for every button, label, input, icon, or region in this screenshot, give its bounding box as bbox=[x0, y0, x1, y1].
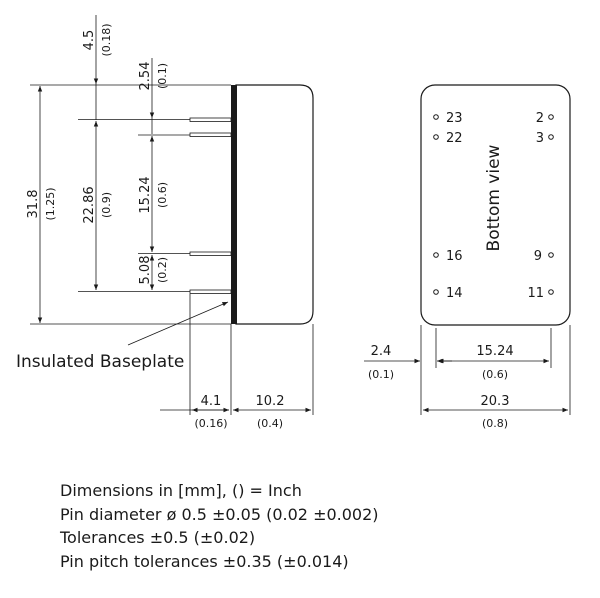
pin-hole bbox=[433, 252, 439, 258]
dim-row-spacing: 15.24 bbox=[476, 344, 513, 359]
dim-total-length: 31.8 bbox=[26, 190, 41, 219]
dim-pin-span-outer-inch: (0.9) bbox=[100, 192, 113, 218]
pin-hole bbox=[433, 114, 439, 120]
dim-pin-pitch: 5.08 bbox=[138, 256, 153, 285]
notes-block: Dimensions in [mm], () = Inch Pin diamet… bbox=[60, 479, 580, 573]
dim-body-height: 10.2 bbox=[256, 394, 285, 409]
pin-hole bbox=[548, 134, 554, 140]
baseplate-leader bbox=[127, 301, 229, 346]
pin-label: 23 bbox=[446, 111, 463, 126]
pin-hole bbox=[433, 289, 439, 295]
baseplate-label: Insulated Baseplate bbox=[16, 352, 184, 372]
pin bbox=[189, 289, 232, 294]
pin-label: 16 bbox=[446, 249, 463, 264]
dim-pin-length: 4.1 bbox=[201, 394, 222, 409]
pin-label: 14 bbox=[446, 286, 463, 301]
dim-pin-pitch-inch: (0.2) bbox=[156, 257, 169, 283]
bottom-view-title: Bottom view bbox=[484, 144, 504, 251]
pin-hole bbox=[548, 114, 554, 120]
pin-label: 2 bbox=[536, 111, 544, 126]
note-units: Dimensions in [mm], () = Inch bbox=[60, 481, 302, 500]
pin bbox=[189, 132, 232, 137]
dim-pin-offset-side-inch: (0.1) bbox=[156, 63, 169, 89]
pins-side bbox=[189, 117, 232, 294]
dim-edge-offset: 2.4 bbox=[371, 344, 392, 359]
pin-label: 3 bbox=[536, 131, 544, 146]
module-body-side bbox=[235, 84, 314, 325]
dim-row-spacing-inch: (0.6) bbox=[482, 368, 508, 381]
dim-total-width-inch: (0.8) bbox=[482, 417, 508, 430]
pin-label: 9 bbox=[534, 249, 542, 264]
dim-edge-offset-inch: (0.1) bbox=[368, 368, 394, 381]
insulated-baseplate bbox=[231, 85, 237, 324]
dim-pin-span-inner: 15.24 bbox=[138, 176, 153, 213]
note-pin-pitch-tolerances: Pin pitch tolerances ±0.35 (±0.014) bbox=[60, 551, 349, 571]
bottom-view: 23 22 2 3 16 9 14 11 Bottom view 2.4 (0.… bbox=[364, 84, 571, 430]
dim-pin-offset-top: 4.5 bbox=[82, 30, 97, 51]
pin-hole bbox=[548, 252, 554, 258]
dim-body-height-inch: (0.4) bbox=[257, 417, 283, 430]
pin bbox=[189, 251, 232, 256]
dim-pin-span-outer: 22.86 bbox=[82, 186, 97, 223]
dim-pin-offset-side: 2.54 bbox=[138, 62, 153, 91]
side-view: 31.8 (1.25) 22.86 (0.9) 4.5 (0.18) 2.54 … bbox=[16, 15, 314, 430]
note-pin-diameter: Pin diameter ø 0.5 ±0.05 (0.02 ±0.002) bbox=[60, 504, 379, 524]
pin bbox=[189, 117, 232, 122]
extension-lines-side bbox=[30, 84, 314, 415]
note-tolerances: Tolerances ±0.5 (±0.02) bbox=[60, 528, 256, 547]
dim-pin-length-inch: (0.16) bbox=[194, 417, 227, 430]
pin-hole bbox=[548, 289, 554, 295]
dim-pin-span-inner-inch: (0.6) bbox=[156, 182, 169, 208]
pin-hole bbox=[433, 134, 439, 140]
dim-pin-offset-top-inch: (0.18) bbox=[100, 23, 113, 56]
pins-bottom: 23 22 2 3 16 9 14 11 bbox=[433, 111, 554, 301]
dim-total-width: 20.3 bbox=[481, 394, 510, 409]
dim-total-length-inch: (1.25) bbox=[44, 187, 57, 220]
pin-label: 11 bbox=[527, 286, 544, 301]
pin-label: 22 bbox=[446, 131, 463, 146]
module-body-bottom bbox=[420, 84, 571, 326]
